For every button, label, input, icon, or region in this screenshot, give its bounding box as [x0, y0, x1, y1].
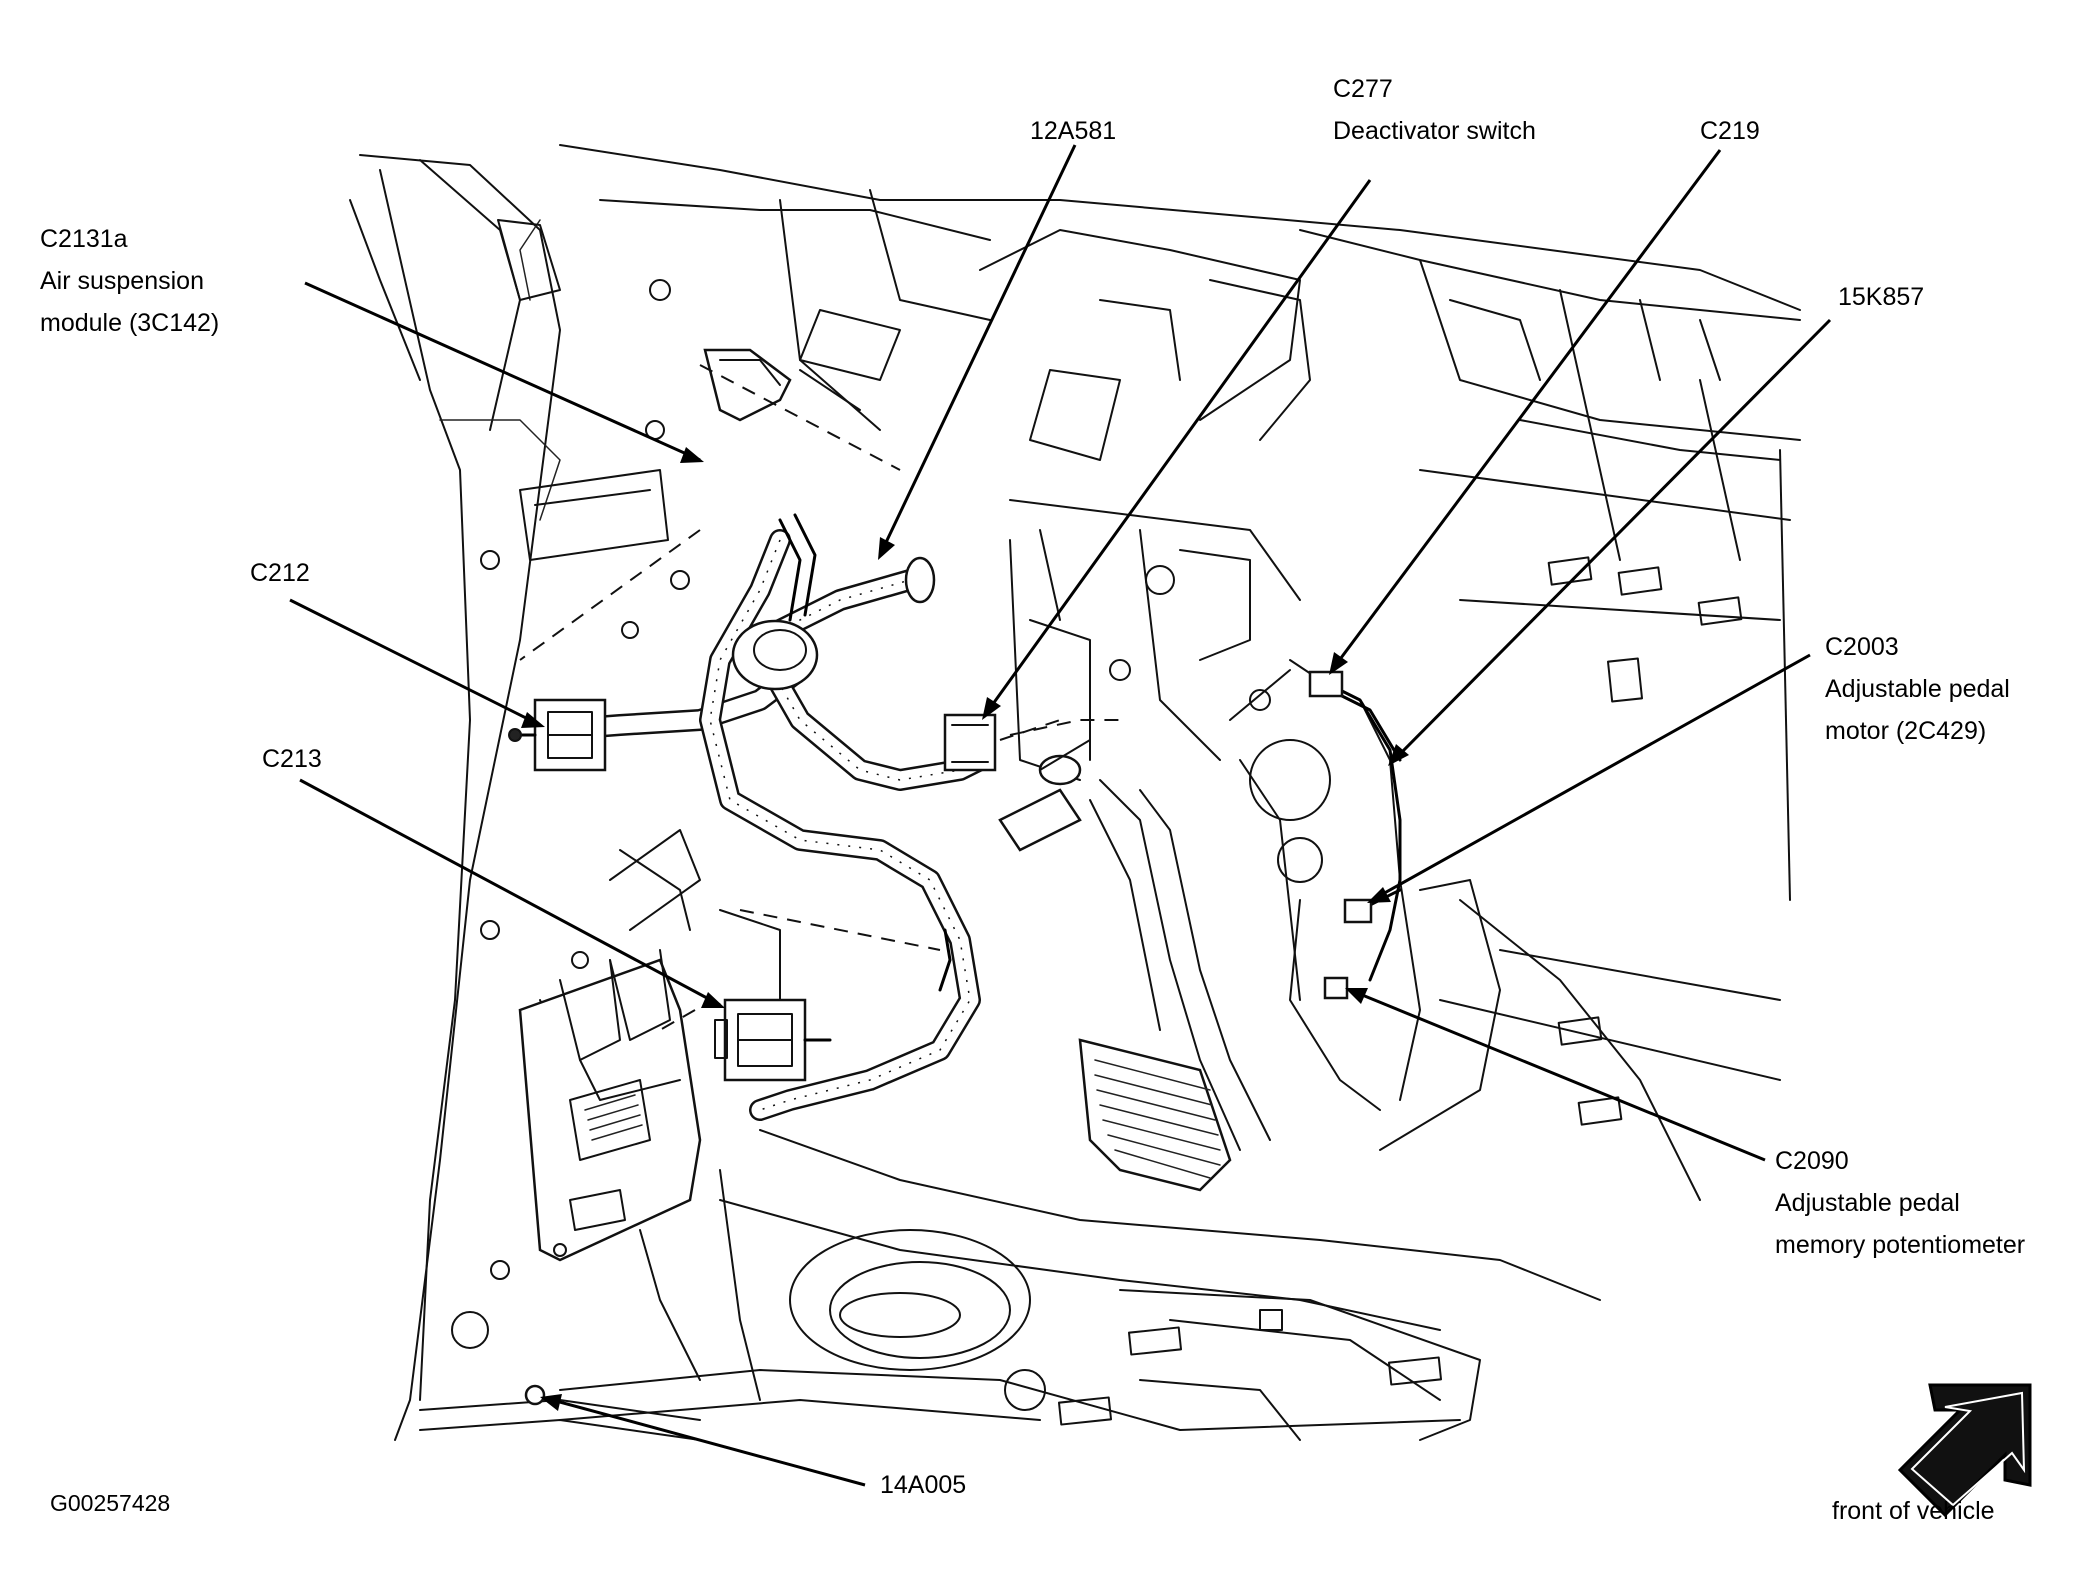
label-c277-line2: Deactivator switch	[1333, 117, 1536, 145]
arrow-up-right-icon	[1897, 1383, 2032, 1518]
connector-c277	[943, 713, 1061, 772]
label-c212-ref: C212	[250, 559, 310, 587]
connector-14a005	[524, 1384, 546, 1406]
label-c2090-line2: Adjustable pedal	[1775, 1189, 1960, 1217]
label-12a581-ref: 12A581	[1030, 117, 1117, 145]
label-c2131a-line3: module (3C142)	[40, 309, 220, 337]
connector-c2003	[1343, 898, 1373, 924]
label-c2003: C2003 Adjustable pedal motor (2C429)	[1825, 626, 2010, 752]
label-c219-ref: C219	[1700, 117, 1760, 145]
orientation-label: front of vehicle	[1832, 1490, 1995, 1532]
label-c213-ref: C213	[262, 745, 322, 773]
connector-c2131a	[703, 348, 792, 422]
label-c2090: C2090 Adjustable pedal memory potentiome…	[1775, 1140, 2025, 1266]
leader-lines	[289, 144, 1832, 1487]
label-14a005: 14A005	[880, 1464, 966, 1506]
label-c2003-ref: C2003	[1825, 633, 1899, 661]
label-15k857: 15K857	[1838, 276, 1924, 318]
brake-pedal-pad	[1078, 1038, 1232, 1192]
label-c277-ref: C277	[1333, 75, 1393, 103]
label-12a581: 12A581	[1030, 110, 1116, 152]
connector-c2090	[1323, 976, 1349, 1000]
wiring-harness	[544, 513, 1402, 1121]
label-c2090-line3: memory potentiometer	[1775, 1231, 2026, 1259]
junction-box	[518, 949, 702, 1262]
label-c2131a: C2131a Air suspension module (3C142)	[40, 218, 219, 344]
label-c2131a-ref: C2131a	[40, 225, 128, 253]
label-c2131a-line2: Air suspension	[40, 267, 204, 295]
label-c2090-ref: C2090	[1775, 1147, 1849, 1175]
pedal-adjuster	[998, 739, 1091, 852]
connector-c213	[714, 998, 832, 1082]
figure-id: G00257428	[50, 1482, 170, 1524]
label-c219: C219	[1700, 110, 1760, 152]
connector-c212	[508, 698, 607, 772]
label-c213: C213	[262, 738, 322, 780]
connector-c219	[1308, 670, 1344, 698]
label-15k857-ref: 15K857	[1838, 283, 1925, 311]
figure-id-text: G00257428	[50, 1490, 171, 1516]
label-c2003-line3: motor (2C429)	[1825, 717, 1987, 745]
label-c212: C212	[250, 552, 310, 594]
label-c277: C277 Deactivator switch	[1333, 68, 1536, 152]
label-c2003-line2: Adjustable pedal	[1825, 675, 2010, 703]
orientation-text: front of vehicle	[1832, 1497, 1995, 1525]
label-14a005-ref: 14A005	[880, 1471, 967, 1499]
vehicle-body-linework	[349, 144, 1801, 1441]
